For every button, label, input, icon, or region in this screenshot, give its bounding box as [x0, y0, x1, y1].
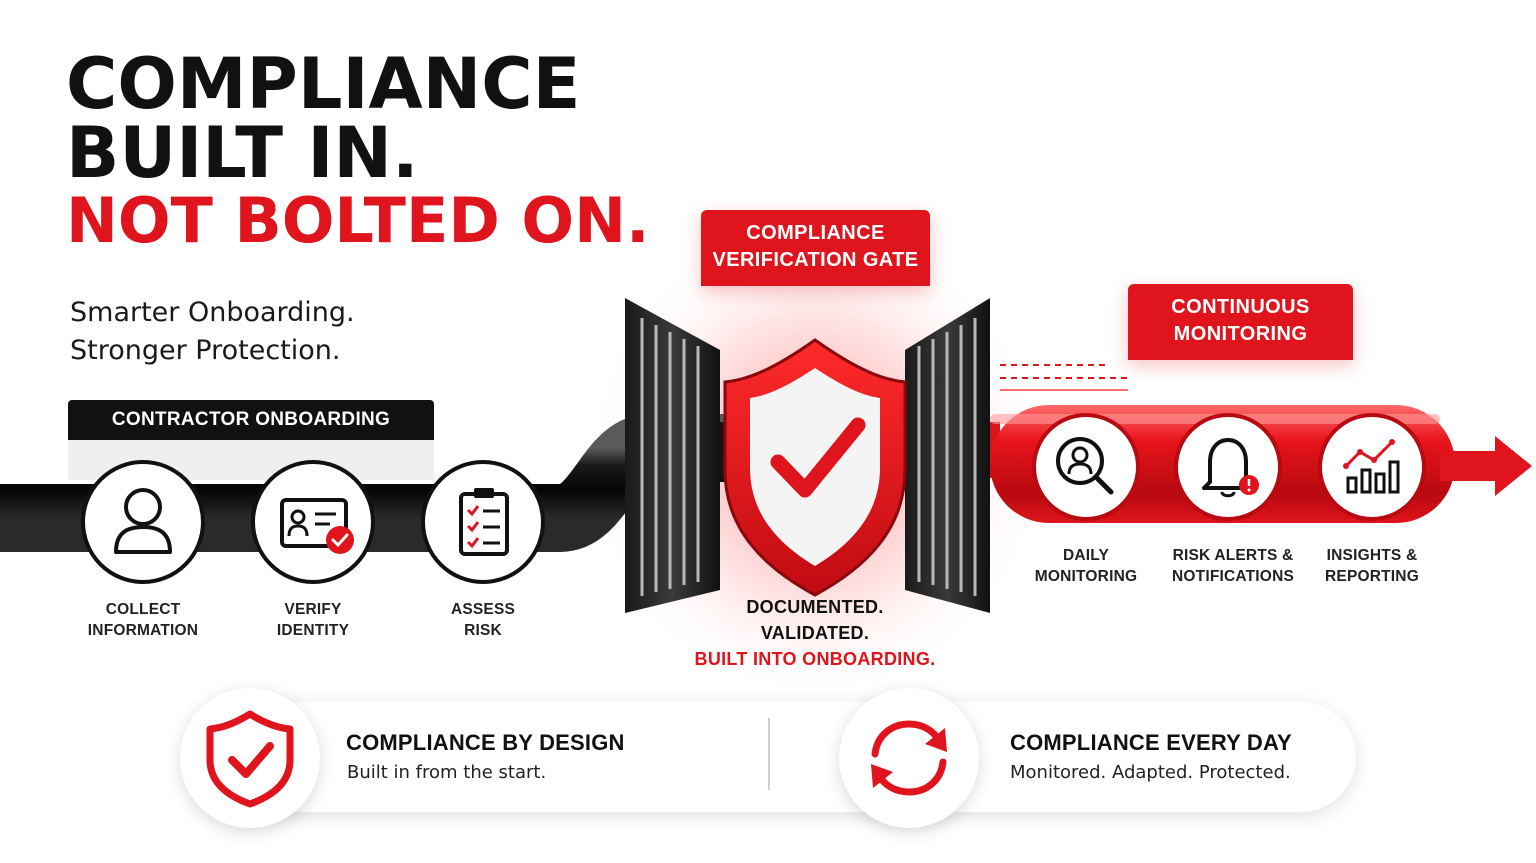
- bottom-card: [236, 702, 1356, 812]
- step-label-verify: VERIFY IDENTITY: [243, 599, 383, 641]
- headline-line-3: NOT BOLTED ON.: [66, 184, 650, 258]
- headline-line-1: COMPLIANCE: [66, 43, 581, 125]
- design-badge: [180, 688, 320, 828]
- shield-check-icon: [206, 710, 294, 808]
- gate-caption-line-3: BUILT INTO ONBOARDING.: [694, 649, 936, 669]
- monitoring-tag: CONTINUOUS MONITORING: [1128, 284, 1353, 360]
- step-label-line: DAILY: [1062, 547, 1110, 564]
- subheadline-line-1: Smarter Onboarding.: [70, 297, 355, 328]
- monitoring-tag-line-1: CONTINUOUS: [1171, 296, 1310, 318]
- step-label-line: IDENTITY: [276, 622, 350, 639]
- headline-line-2: BUILT IN.: [66, 111, 419, 194]
- everyday-subtitle: Monitored. Adapted. Protected.: [1010, 762, 1291, 783]
- gate-caption-line-2: VALIDATED.: [760, 623, 870, 643]
- step-insights-icon: [1318, 413, 1426, 521]
- gate-caption-line-1: DOCUMENTED.: [746, 597, 884, 617]
- step-label-daily: DAILY MONITORING: [1016, 545, 1156, 587]
- step-label-insights: INSIGHTS & REPORTING: [1302, 545, 1442, 587]
- step-daily-icon: [1032, 413, 1140, 521]
- step-label-collect: COLLECT INFORMATION: [73, 599, 213, 641]
- onboarding-tag: CONTRACTOR ONBOARDING: [68, 400, 434, 440]
- design-subtitle: Built in from the start.: [347, 762, 547, 783]
- subheadline: Smarter Onboarding. Stronger Protection.: [70, 294, 355, 370]
- step-assess-icon: [421, 460, 545, 584]
- everyday-badge: [839, 688, 979, 828]
- design-title: COMPLIANCE BY DESIGN: [346, 730, 625, 755]
- gate-tag-line-2: VERIFICATION GATE: [712, 249, 919, 271]
- step-label-line: MONITORING: [1034, 568, 1138, 585]
- step-collect-icon: [81, 460, 205, 584]
- step-label-line: REPORTING: [1325, 568, 1419, 585]
- subheadline-line-2: Stronger Protection.: [70, 335, 341, 366]
- everyday-title: COMPLIANCE EVERY DAY: [1010, 730, 1292, 755]
- gate-caption: DOCUMENTED. VALIDATED. BUILT INTO ONBOAR…: [680, 594, 950, 672]
- step-label-line: COLLECT: [105, 601, 181, 618]
- step-label-line: INFORMATION: [87, 622, 199, 639]
- step-label-line: RISK: [464, 622, 502, 639]
- step-label-line: NOTIFICATIONS: [1172, 568, 1294, 585]
- step-alerts-icon: [1174, 413, 1282, 521]
- refresh-cycle-icon: [871, 720, 947, 796]
- step-label-line: INSIGHTS &: [1326, 547, 1418, 564]
- step-verify-icon: [251, 460, 375, 584]
- monitoring-tag-line-2: MONITORING: [1173, 323, 1308, 345]
- step-label-line: RISK ALERTS &: [1172, 547, 1294, 564]
- gate-tag: COMPLIANCE VERIFICATION GATE: [701, 210, 930, 286]
- headline: COMPLIANCE BUILT IN. NOT BOLTED ON.: [66, 43, 650, 258]
- bottom-divider: [768, 718, 770, 790]
- step-label-alerts: RISK ALERTS & NOTIFICATIONS: [1158, 545, 1308, 587]
- step-label-line: VERIFY: [284, 601, 342, 618]
- gate-tag-line-1: COMPLIANCE: [746, 222, 885, 244]
- gate-shield-icon: [723, 338, 907, 597]
- step-label-line: ASSESS: [450, 601, 516, 618]
- step-label-assess: ASSESS RISK: [413, 599, 553, 641]
